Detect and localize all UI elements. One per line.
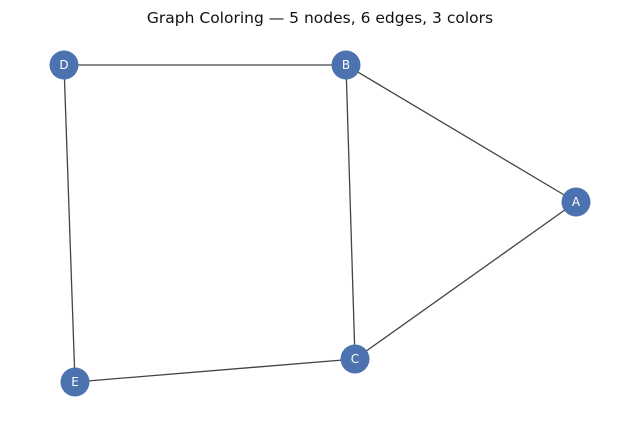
node-label-e: E xyxy=(71,375,79,389)
node-a: A xyxy=(561,187,591,217)
node-label-b: B xyxy=(342,58,350,72)
node-b: B xyxy=(331,50,361,80)
node-circle-a xyxy=(561,187,591,217)
edge-b-a xyxy=(345,64,577,203)
node-circle-e xyxy=(60,367,90,397)
node-c: C xyxy=(340,344,370,374)
node-circle-c xyxy=(340,344,370,374)
chart-title: Graph Coloring — 5 nodes, 6 edges, 3 col… xyxy=(147,9,493,27)
node-label-a: A xyxy=(572,195,581,209)
edge-d-e xyxy=(63,64,76,383)
node-circle-b xyxy=(331,50,361,80)
node-circle-d xyxy=(49,50,79,80)
node-label-c: C xyxy=(351,352,359,366)
node-e: E xyxy=(60,367,90,397)
nodes-layer: A B C D E xyxy=(49,50,591,397)
edge-e-c xyxy=(74,358,356,383)
edges-layer xyxy=(63,64,577,383)
edge-b-c xyxy=(345,64,356,360)
edge-a-c xyxy=(354,201,577,360)
node-d: D xyxy=(49,50,79,80)
node-label-d: D xyxy=(59,58,68,72)
